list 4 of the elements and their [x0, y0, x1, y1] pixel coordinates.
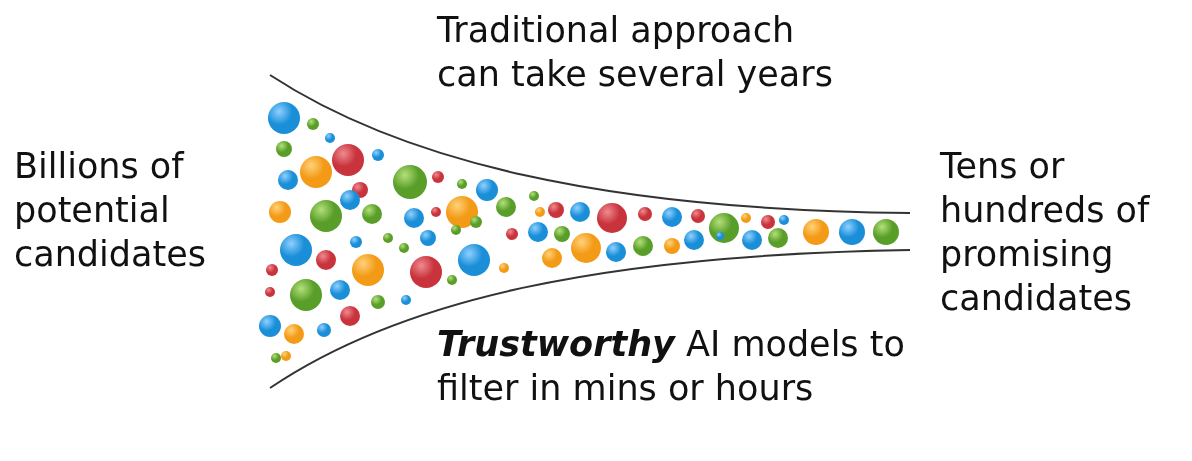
process-note: Traditional approach can take several years — [437, 9, 834, 96]
output-label: Tens or hundreds of promising candidates — [940, 145, 1151, 320]
input-label: Billions of potential candidates — [14, 145, 207, 276]
method-note: Trustworthy AI models to filter in mins or hours — [437, 323, 906, 410]
